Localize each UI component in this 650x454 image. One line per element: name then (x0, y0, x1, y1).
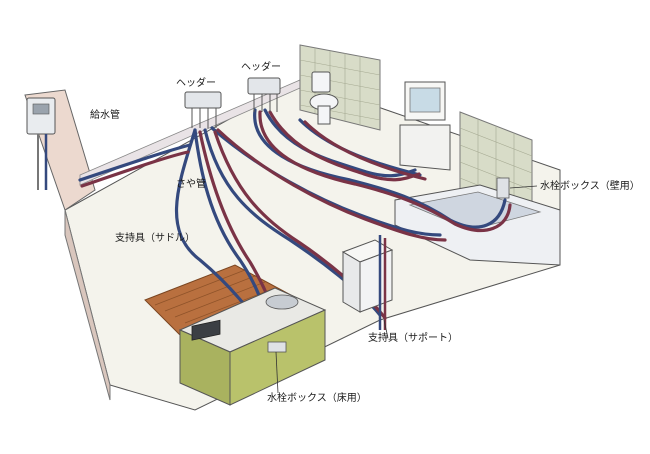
manifold-left (184, 91, 222, 128)
wall-faucet-box (496, 177, 510, 199)
label-support-saddle: 支持具（サドル） (115, 233, 195, 244)
bathtub (394, 184, 561, 266)
label-faucet-box-wall: 水栓ボックス（壁用） (540, 181, 640, 192)
label-water-supply-pipe: 給水管 (90, 110, 120, 121)
label-support-support: 支持具（サポート） (368, 333, 458, 344)
washing-machine (341, 235, 394, 330)
label-sheath-pipe: さや管 (176, 179, 206, 190)
kitchen-counter (178, 287, 327, 406)
label-header-right: ヘッダー (241, 62, 281, 73)
label-header-left: ヘッダー (176, 78, 216, 89)
floor-faucet-box (267, 341, 287, 353)
water-heater (26, 97, 56, 190)
manifold-right (247, 77, 281, 112)
label-faucet-box-floor: 水栓ボックス（床用） (267, 393, 367, 404)
leader-lines (275, 185, 538, 394)
washbasin (399, 81, 451, 171)
toilet (309, 71, 339, 125)
left-wall-edge (64, 209, 111, 401)
